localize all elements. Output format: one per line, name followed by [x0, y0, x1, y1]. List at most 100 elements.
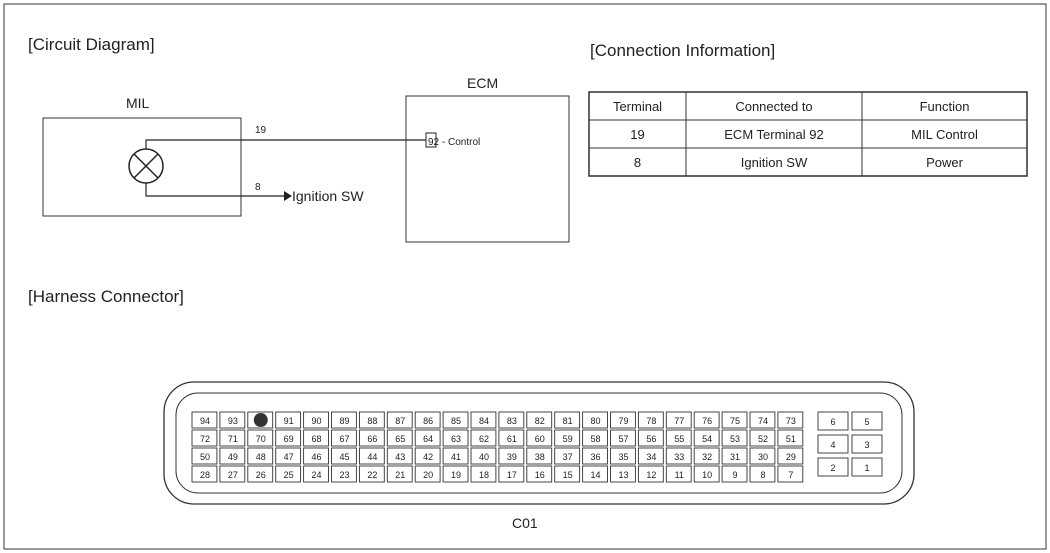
- table-border: [588, 91, 1028, 177]
- table-cell: [861, 119, 1028, 149]
- connector-pin-label: 7: [788, 470, 793, 480]
- connector-pin: [582, 465, 608, 483]
- connector-side-pin: [851, 411, 883, 431]
- connector-pin: [526, 447, 553, 465]
- connector-pin: [331, 429, 357, 447]
- connector-pin: [247, 447, 274, 465]
- connector-pin: [414, 411, 441, 429]
- connector-side-pin: [851, 434, 883, 454]
- connector-pin-label: 34: [646, 452, 656, 462]
- connector-pin-label: 46: [312, 452, 322, 462]
- connector-pin-label: 17: [507, 470, 517, 480]
- connector-pin: [665, 465, 692, 483]
- connector-pin-label: 47: [284, 452, 294, 462]
- connector-pin-label: 56: [646, 434, 656, 444]
- outer-frame: [3, 3, 1047, 550]
- connector-pin: [358, 447, 385, 465]
- connector-side-pin-label: 6: [830, 417, 835, 427]
- connector-pin: [610, 447, 636, 465]
- wire-8: [145, 183, 284, 197]
- connector-pin-label: 19: [451, 470, 461, 480]
- connector-pin-label: 10: [702, 470, 712, 480]
- connector-pin-label: 37: [563, 452, 573, 462]
- connector-pin: [470, 411, 497, 429]
- connector-pin-label: 48: [256, 452, 266, 462]
- connector-pin-label: 71: [228, 434, 238, 444]
- connector-pin: [582, 429, 608, 447]
- connector-pin: [191, 465, 218, 483]
- connector-pin: [247, 465, 274, 483]
- connector-pin-label: 78: [646, 416, 656, 426]
- connector-pin: [749, 447, 776, 465]
- connector-pin: [275, 429, 302, 447]
- connector-pin: [749, 465, 776, 483]
- connector-pin-label: 86: [423, 416, 433, 426]
- connector-pin-label: 64: [423, 434, 433, 444]
- connector-pin-label: 90: [312, 416, 322, 426]
- connector-pin-label: 50: [200, 452, 210, 462]
- connector-pin: [442, 447, 469, 465]
- connector-pin-label: 80: [591, 416, 601, 426]
- connector-pin: [610, 465, 636, 483]
- table-cell: [685, 147, 863, 177]
- connector-pin-label: 61: [507, 434, 517, 444]
- connector-pin-label: 27: [228, 470, 238, 480]
- connector-inner-shell: [175, 392, 903, 494]
- connector-pin-label: 29: [786, 452, 796, 462]
- harness-connector-heading: [Harness Connector]: [28, 287, 184, 306]
- connector-pin: [275, 465, 302, 483]
- connector-pin-label: 13: [618, 470, 628, 480]
- connector-pin: [554, 465, 581, 483]
- connector-pin-label: 91: [284, 416, 294, 426]
- connector-pin-label: 16: [535, 470, 545, 480]
- connector-pin-label: 89: [339, 416, 349, 426]
- connector-pin: [442, 429, 469, 447]
- connector-pin: [386, 429, 413, 447]
- connector-pin-label: 9: [733, 470, 738, 480]
- connector-pin-label: 75: [730, 416, 740, 426]
- connector-pin: [191, 411, 218, 429]
- ecm-label: ECM: [467, 75, 498, 91]
- connector-pin-label: 38: [535, 452, 545, 462]
- connector-side-pin: [817, 411, 849, 431]
- connector-pin-label: 15: [563, 470, 573, 480]
- connector-pin-label: 59: [563, 434, 573, 444]
- connector-pin-label: 77: [674, 416, 684, 426]
- connector-pin-label: 79: [618, 416, 628, 426]
- connector-pin-label: 42: [423, 452, 433, 462]
- connector-pin: [386, 411, 413, 429]
- connector-pin-label: 20: [423, 470, 433, 480]
- connector-pin-label: 83: [507, 416, 517, 426]
- connector-pin: [219, 429, 246, 447]
- connector-pin-label: 44: [367, 452, 377, 462]
- ecm-pin-label: 92 - Control: [428, 137, 480, 148]
- connector-pin-label: 52: [758, 434, 768, 444]
- connector-pin-label: 72: [200, 434, 210, 444]
- connector-pin: [331, 447, 357, 465]
- connector-pin-label: 32: [702, 452, 712, 462]
- connector-pin: [331, 411, 357, 429]
- connector-pin: [219, 411, 246, 429]
- connector-pin-label: 57: [618, 434, 628, 444]
- connector-pin: [303, 465, 329, 483]
- connector-pin-label: 60: [535, 434, 545, 444]
- connector-pin: [526, 411, 553, 429]
- table-header-text: Function: [920, 99, 970, 114]
- connector-pin: [414, 465, 441, 483]
- connector-pin: [442, 465, 469, 483]
- connector-pin-label: 65: [395, 434, 405, 444]
- connector-pin: [414, 447, 441, 465]
- connector-pin-label: 94: [200, 416, 210, 426]
- connector-pin-label: 30: [758, 452, 768, 462]
- wire-19: [145, 139, 426, 149]
- connector-pin-label: 45: [339, 452, 349, 462]
- connector-pin-label: 53: [730, 434, 740, 444]
- connector-pin: [693, 411, 720, 429]
- connector-pin: [721, 429, 748, 447]
- connector-pin: [665, 429, 692, 447]
- connector-side-pin: [817, 457, 849, 477]
